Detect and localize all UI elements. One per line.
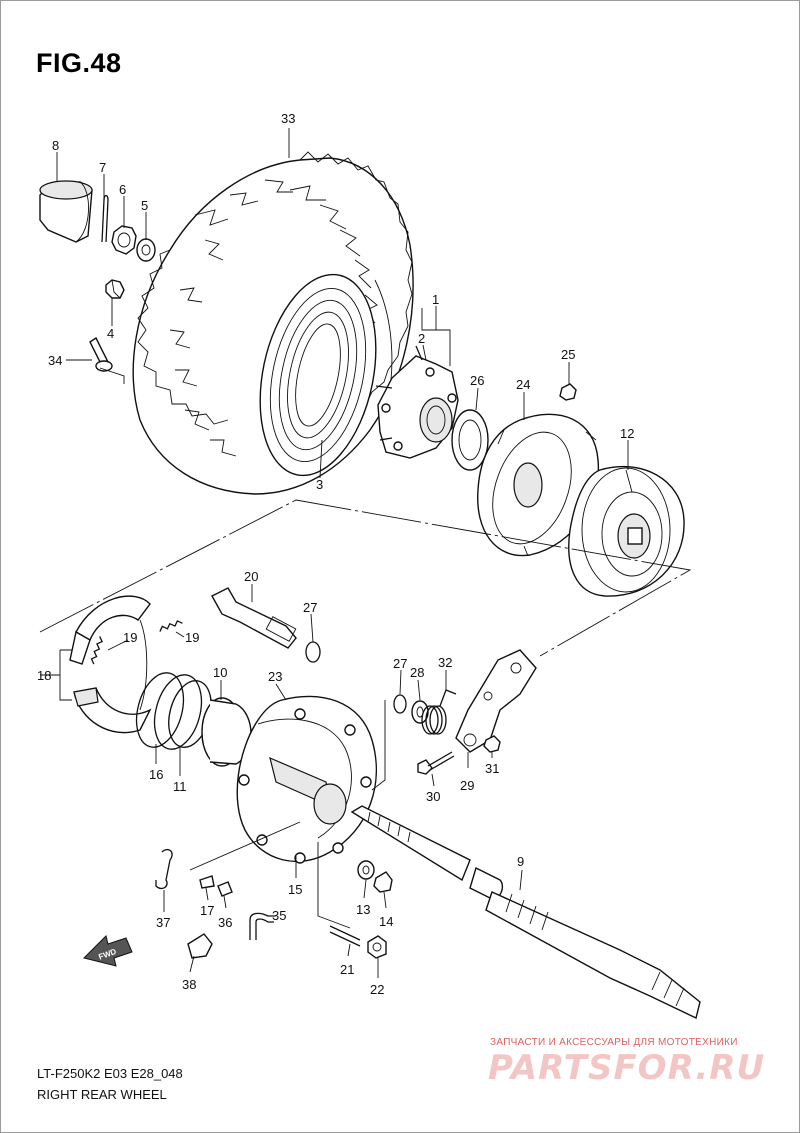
- callout-25: 25: [561, 347, 575, 362]
- callout-30: 30: [426, 789, 440, 804]
- callout-17: 17: [200, 903, 214, 918]
- brake-camshaft[interactable]: [211, 587, 297, 649]
- callout-13: 13: [356, 902, 370, 917]
- o-ring-lower[interactable]: [393, 694, 407, 714]
- wheel-bearing[interactable]: [201, 697, 252, 767]
- callout-7: 7: [99, 160, 106, 175]
- rear-axle[interactable]: [350, 805, 701, 1020]
- callout-numbers: 33 8 7 6 5 4 34 1 2 25 26 24 12 3 20 27 …: [37, 111, 634, 997]
- callout-26: 26: [470, 373, 484, 388]
- callout-14: 14: [379, 914, 393, 929]
- figure-title: FIG.48: [36, 48, 122, 78]
- callout-21: 21: [340, 962, 354, 977]
- callout-19-right: 19: [185, 630, 199, 645]
- drum-cover-bolt[interactable]: [559, 383, 577, 401]
- callout-28: 28: [410, 665, 424, 680]
- callout-6: 6: [119, 182, 126, 197]
- clamp-36[interactable]: [217, 881, 233, 897]
- callout-22: 22: [370, 982, 384, 997]
- washer-13[interactable]: [357, 860, 375, 880]
- nut-14[interactable]: [373, 871, 393, 893]
- callout-36: 36: [218, 915, 232, 930]
- wheel-hub[interactable]: [375, 345, 459, 459]
- callout-16: 16: [149, 767, 163, 782]
- callout-37: 37: [156, 915, 170, 930]
- callout-15: 15: [288, 882, 302, 897]
- washer[interactable]: [136, 238, 156, 262]
- brake-shoes[interactable]: [69, 595, 152, 734]
- callout-38: 38: [182, 977, 196, 992]
- diagram-name: RIGHT REAR WHEEL: [37, 1087, 167, 1102]
- callout-1: 1: [432, 292, 439, 307]
- callout-5: 5: [141, 198, 148, 213]
- callout-18: 18: [37, 668, 51, 683]
- bracket-21: [317, 842, 351, 929]
- callout-10: 10: [213, 665, 227, 680]
- callout-12: 12: [620, 426, 634, 441]
- clip-37[interactable]: [155, 848, 173, 890]
- brake-arm[interactable]: [455, 649, 537, 753]
- leader-lines: [56, 128, 629, 978]
- assembly-group-outline: [39, 499, 692, 657]
- bracket-27: [371, 700, 386, 791]
- callout-20: 20: [244, 569, 258, 584]
- callout-11: 11: [173, 779, 187, 794]
- watermark-logo: PARTSFOR.RU: [488, 1048, 766, 1088]
- fwd-arrow: FWD: [83, 935, 133, 967]
- callout-33: 33: [281, 111, 295, 126]
- callout-29: 29: [460, 778, 474, 793]
- clamp-38[interactable]: [187, 933, 213, 959]
- callout-3: 3: [316, 477, 323, 492]
- breather-hose[interactable]: [249, 912, 274, 940]
- callout-23: 23: [268, 669, 282, 684]
- castle-nut[interactable]: [111, 225, 137, 255]
- oil-seal[interactable]: [451, 409, 489, 471]
- callout-32: 32: [438, 655, 452, 670]
- callout-35: 35: [272, 908, 286, 923]
- brake-spring-upper[interactable]: [159, 620, 183, 632]
- callout-31: 31: [485, 761, 499, 776]
- bracket-18: [40, 649, 72, 701]
- brake-spring-lower[interactable]: [90, 636, 103, 665]
- bracket-17: [189, 821, 301, 871]
- brake-panel[interactable]: [236, 695, 377, 864]
- arm-nut[interactable]: [483, 735, 501, 753]
- arm-bolt[interactable]: [417, 751, 455, 775]
- o-ring-upper[interactable]: [305, 641, 321, 663]
- callout-24: 24: [516, 377, 530, 392]
- callout-27-upper: 27: [303, 600, 317, 615]
- callout-27-lower: 27: [393, 656, 407, 671]
- callout-9: 9: [517, 854, 524, 869]
- wheel-nut[interactable]: [105, 279, 125, 299]
- model-code: LT-F250K2 E03 E28_048: [37, 1066, 183, 1081]
- tire-assembly[interactable]: [132, 151, 414, 495]
- stud-bolt[interactable]: [329, 925, 361, 947]
- brake-drum[interactable]: [568, 465, 685, 597]
- callout-4: 4: [107, 326, 114, 341]
- nut-22[interactable]: [367, 935, 387, 959]
- hub-cap[interactable]: [39, 180, 93, 243]
- return-spring[interactable]: [421, 689, 457, 735]
- drum-cover[interactable]: [477, 413, 600, 557]
- fitting-17[interactable]: [199, 875, 215, 889]
- callout-19-left: 19: [123, 630, 137, 645]
- watermark-caption: ЗАПЧАСТИ И АКСЕССУАРЫ ДЛЯ МОТОТЕХНИКИ: [490, 1037, 738, 1048]
- callout-34: 34: [48, 353, 62, 368]
- callout-2: 2: [418, 331, 425, 346]
- tire-valve[interactable]: [89, 336, 125, 384]
- cotter-pin[interactable]: [101, 194, 109, 243]
- callout-8: 8: [52, 138, 59, 153]
